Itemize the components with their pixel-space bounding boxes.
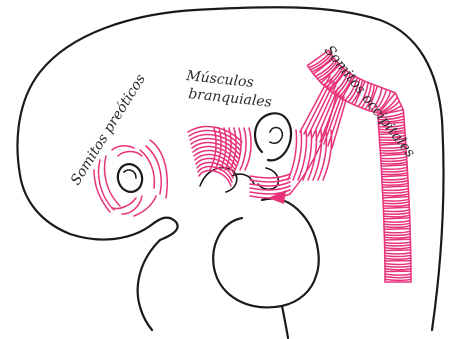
occipital-somite-divider [385, 239, 411, 240]
occipital-somite-divider [383, 197, 409, 198]
occipital-somite-hatch [385, 245, 411, 246]
occipital-somite-divider [384, 218, 410, 219]
occipital-somite-hatch [385, 279, 411, 280]
occipital-somite-divider [381, 165, 407, 167]
occipital-somite-hatch [382, 170, 408, 172]
occipital-somite-divider [385, 250, 411, 251]
occipital-somite-divider [384, 229, 410, 230]
occipital-somite-hatch [384, 213, 410, 215]
occipital-somite-hatch [383, 194, 409, 196]
occipital-somite-hatch [382, 173, 408, 175]
occipital-somite-hatch [382, 178, 408, 180]
occipital-somite-hatch [385, 253, 411, 254]
occipital-somite-divider [383, 207, 409, 208]
occipital-somite-hatch [385, 269, 411, 270]
occipital-somite-hatch [382, 183, 408, 185]
migration-arrowhead [268, 190, 286, 204]
occipital-somite-hatch [381, 167, 407, 169]
occipital-somite-hatch [381, 159, 407, 161]
occipital-somite-hatch [384, 223, 410, 224]
occipital-somite-hatch [384, 237, 410, 238]
occipital-somite-hatch [385, 255, 411, 256]
occipital-somite-hatch [385, 247, 411, 248]
occipital-somite-hatch [384, 221, 410, 223]
occipital-somite-hatch [384, 234, 410, 235]
occipital-somite-hatch [385, 258, 411, 259]
preotic-somite-stroke [122, 196, 142, 214]
occipital-somite-hatch [384, 215, 410, 217]
occipital-somite-divider [382, 186, 408, 187]
preotic-somite-stroke [118, 152, 142, 157]
preotic-somite-stroke [99, 160, 114, 210]
occipital-somite-hatch [385, 266, 411, 267]
preotic-label: Somitos preóticos [68, 72, 149, 189]
occipital-somite-hatch [384, 231, 410, 232]
occipital-strand [300, 76, 330, 132]
occipital-somite-hatch [385, 274, 411, 275]
occipital-somite-divider [382, 175, 408, 177]
occipital-somite-hatch [383, 189, 409, 191]
occipital-somite-hatch [383, 191, 409, 193]
preotic-somite-stroke [112, 146, 134, 150]
occipital-somite-hatch [384, 226, 410, 228]
branchial-muscles [188, 127, 332, 198]
occipital-somite-hatch [383, 205, 409, 207]
occipital-somite-hatch [385, 277, 411, 278]
occipital-somite-hatch [382, 181, 408, 183]
occipital-somite-hatch [383, 199, 409, 201]
occipital-somite-hatch [385, 242, 411, 243]
occipital-somite-hatch [384, 210, 410, 212]
occipital-somite-hatch [381, 162, 407, 164]
occipital-somite-hatch [385, 263, 411, 264]
preotic-somite-stroke [112, 198, 136, 209]
preotic-somites [94, 140, 167, 216]
branchial-muscle-stroke [250, 174, 290, 178]
branchial-label-line2: branquiales [188, 86, 273, 111]
occipital-somite-hatch [383, 202, 409, 204]
